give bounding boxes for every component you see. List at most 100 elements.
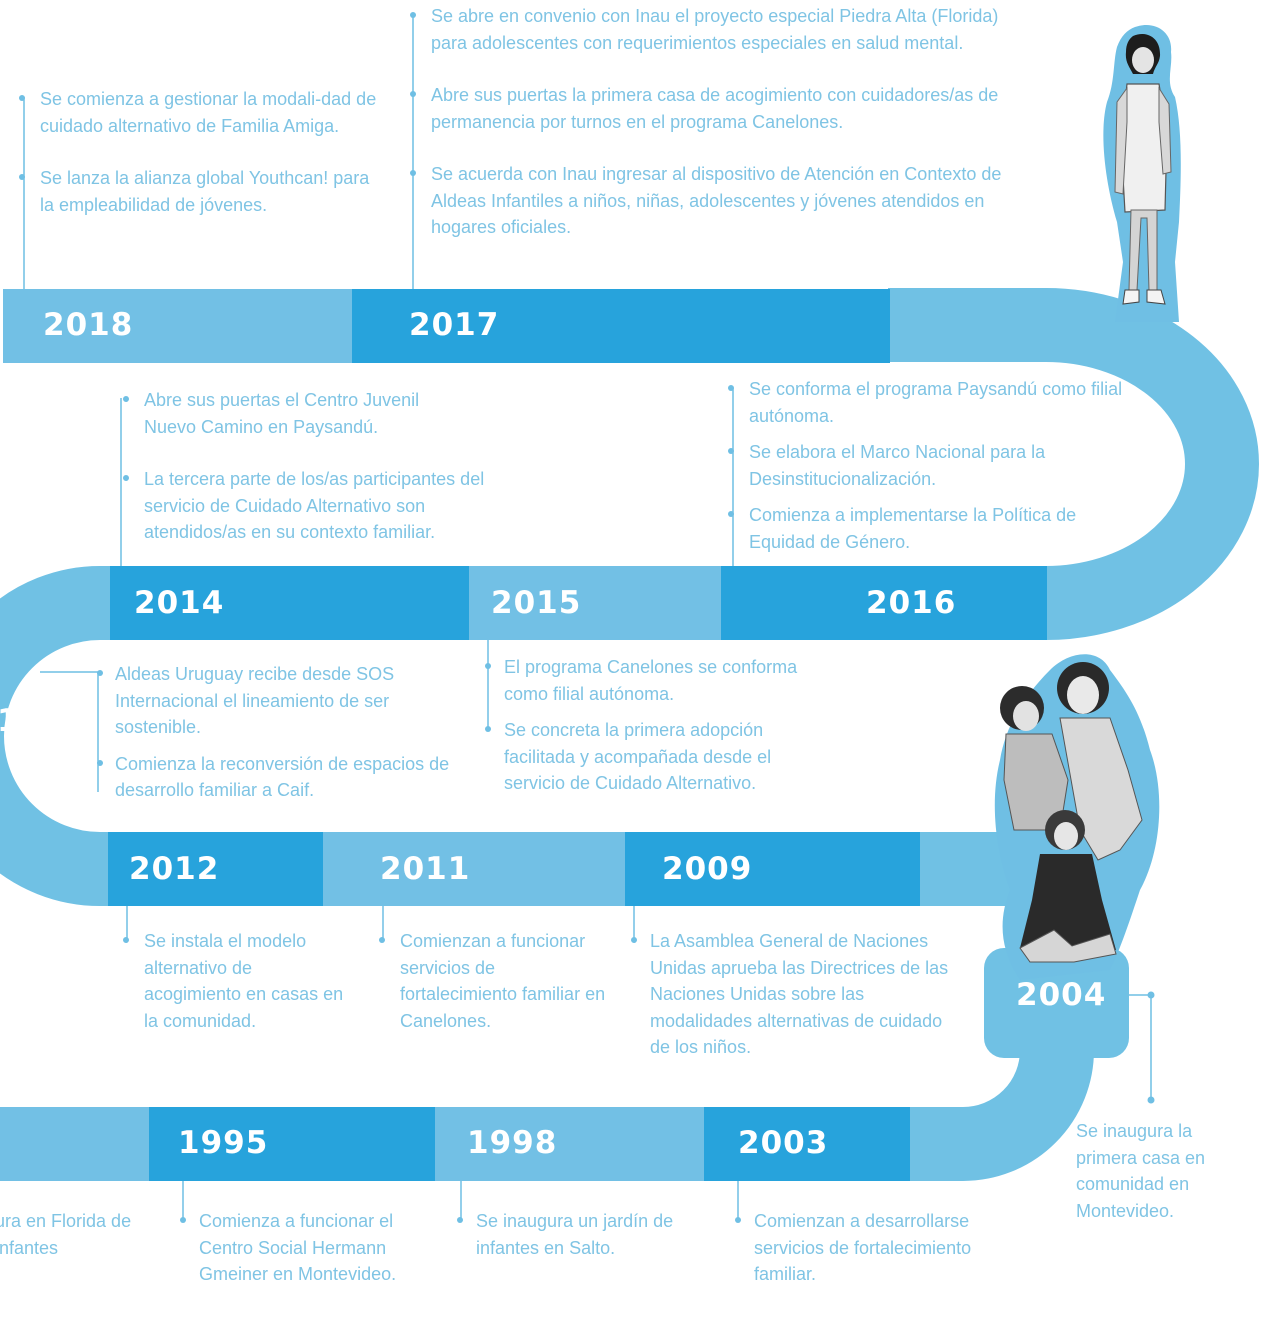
events-2018: Se comienza a gestionar la modali-dad de… bbox=[19, 86, 385, 218]
photo-face bbox=[1132, 47, 1154, 73]
events-2015: El programa Canelones se conforma como f… bbox=[485, 654, 844, 797]
bullet-dot bbox=[485, 726, 491, 732]
segment-2015 bbox=[469, 566, 721, 640]
events-2017: Se abre en convenio con Inau el proyecto… bbox=[410, 3, 1051, 241]
photo-arm-left bbox=[1114, 86, 1128, 195]
event-item: Abre sus puertas la primera casa de acog… bbox=[410, 82, 1051, 135]
road-segments bbox=[0, 289, 1129, 1181]
event-text: El programa Canelones se conforma como f… bbox=[504, 657, 798, 704]
event-item: Se inaugura un jardín de infantes en Sal… bbox=[457, 1208, 676, 1261]
segment-2003 bbox=[704, 1107, 910, 1181]
event-item: Se abre en convenio con Inau el proyecto… bbox=[410, 3, 1051, 56]
event-text: Comienza a funcionar el Centro Social He… bbox=[199, 1211, 397, 1284]
event-text: Se acuerda con Inau ingresar al disposit… bbox=[431, 164, 1002, 237]
event-item: ura en Florida de infantes bbox=[0, 1208, 135, 1261]
event-text: Se inaugura la primera casa en comunidad… bbox=[1076, 1121, 1206, 1221]
bullet-dot bbox=[485, 663, 491, 669]
photo-child-body bbox=[1020, 854, 1116, 950]
events-2014: Abre sus puertas el Centro Juvenil Nuevo… bbox=[123, 387, 509, 546]
event-item: Se elabora el Marco Nacional para la Des… bbox=[728, 439, 1139, 492]
events-2003: Comienzan a desarrollarse servicios de f… bbox=[735, 1208, 999, 1288]
event-item: Se conforma el programa Paysandú como fi… bbox=[728, 376, 1139, 429]
event-item: Comienza la reconversión de espacios de … bbox=[97, 751, 460, 804]
connector-dot-2004-bottom bbox=[1147, 1096, 1155, 1104]
event-item: Aldeas Uruguay recibe desde SOS Internac… bbox=[97, 661, 460, 741]
events-2012: Se instala el modelo alternativo de acog… bbox=[123, 928, 349, 1034]
connector-end-dots bbox=[1147, 991, 1155, 1104]
event-item: Se concreta la primera adopción facilita… bbox=[485, 717, 844, 797]
bullet-dot bbox=[457, 1217, 463, 1223]
year-label-2009: 2009 bbox=[662, 851, 753, 887]
bullet-dot bbox=[631, 937, 637, 943]
year-label-2016: 2016 bbox=[866, 585, 957, 621]
event-item: Se instala el modelo alternativo de acog… bbox=[123, 928, 349, 1034]
bullet-dot bbox=[123, 396, 129, 402]
event-text: Abre sus puertas la primera casa de acog… bbox=[431, 85, 999, 132]
year-label-1998: 1998 bbox=[467, 1125, 558, 1161]
bullet-dot bbox=[123, 475, 129, 481]
year-label-2015: 2015 bbox=[491, 585, 582, 621]
event-text: La tercera parte de los/as participantes… bbox=[144, 469, 485, 542]
road-curve-left-middle bbox=[0, 566, 112, 906]
bullet-dot bbox=[410, 12, 416, 18]
event-item: Comienzan a funcionar servicios de forta… bbox=[379, 928, 615, 1034]
event-item: Abre sus puertas el Centro Juvenil Nuevo… bbox=[123, 387, 509, 440]
bullet-dot bbox=[728, 448, 734, 454]
events-2004: Se inaugura la primera casa en comunidad… bbox=[1076, 1118, 1236, 1224]
event-item: Comienzan a desarrollarse servicios de f… bbox=[735, 1208, 999, 1288]
events-1998: Se inaugura un jardín de infantes en Sal… bbox=[457, 1208, 676, 1261]
event-text: Comienza la reconversión de espacios de … bbox=[115, 753, 450, 801]
road-curve-right-top bbox=[888, 288, 1259, 640]
event-text: Se abre en convenio con Inau el proyecto… bbox=[431, 6, 999, 53]
year-label-2003: 2003 bbox=[738, 1125, 829, 1161]
events-2011: Comienzan a funcionar servicios de forta… bbox=[379, 928, 615, 1034]
year-label-1995: 1995 bbox=[178, 1125, 269, 1161]
event-item: Comienza a implementarse la Política de … bbox=[728, 502, 1139, 555]
bullet-dot bbox=[123, 937, 129, 943]
bullet-dot bbox=[735, 1217, 741, 1223]
event-text: La Asamblea General de Naciones Unidas a… bbox=[650, 931, 949, 1057]
event-text: Comienza a implementarse la Política de … bbox=[749, 505, 1077, 552]
events-2013: Aldeas Uruguay recibe desde SOS Internac… bbox=[97, 661, 460, 804]
segment-2018 bbox=[3, 289, 352, 363]
event-item: La Asamblea General de Naciones Unidas a… bbox=[631, 928, 965, 1061]
photo-girl-standing bbox=[1103, 25, 1181, 322]
event-text: Se lanza la alianza global Youthcan! par… bbox=[40, 168, 370, 215]
event-text: ura en Florida de infantes bbox=[0, 1211, 132, 1258]
year-label-2011: 2011 bbox=[380, 851, 471, 887]
year-label-2013: 13 bbox=[0, 703, 43, 739]
photo-feet bbox=[1122, 289, 1166, 305]
photo-woman-face bbox=[1067, 676, 1099, 714]
bullet-dot bbox=[180, 1217, 186, 1223]
year-label-2014: 2014 bbox=[134, 585, 225, 621]
photo-boy-face bbox=[1013, 701, 1039, 731]
segment-2009 bbox=[625, 832, 920, 906]
event-item: Se comienza a gestionar la modali-dad de… bbox=[19, 86, 385, 139]
photo-child-legs bbox=[1019, 929, 1117, 963]
year-label-2012: 2012 bbox=[129, 851, 220, 887]
event-text: Comienzan a desarrollarse servicios de f… bbox=[754, 1211, 972, 1284]
year-label-2018: 2018 bbox=[43, 307, 134, 343]
connector-dot-2004 bbox=[1147, 991, 1155, 999]
event-text: Se comienza a gestionar la modali-dad de… bbox=[40, 89, 377, 136]
event-text: Se elabora el Marco Nacional para la Des… bbox=[749, 442, 1046, 489]
bullet-dot bbox=[728, 511, 734, 517]
year-label-2017: 2017 bbox=[409, 307, 500, 343]
event-text: Abre sus puertas el Centro Juvenil Nuevo… bbox=[144, 390, 420, 437]
event-item: Se inaugura la primera casa en comunidad… bbox=[1076, 1118, 1236, 1224]
connector-2004 bbox=[1129, 994, 1152, 1100]
event-text: Comienzan a funcionar servicios de forta… bbox=[400, 931, 606, 1031]
event-item: El programa Canelones se conforma como f… bbox=[485, 654, 844, 707]
event-text: Se concreta la primera adopción facilita… bbox=[504, 720, 772, 793]
events-1995: Comienza a funcionar el Centro Social He… bbox=[180, 1208, 404, 1288]
event-item: Se acuerda con Inau ingresar al disposit… bbox=[410, 161, 1051, 241]
photo-child-face bbox=[1054, 822, 1078, 850]
bullet-dot bbox=[379, 937, 385, 943]
segment-2016 bbox=[721, 566, 1047, 640]
events-2016: Se conforma el programa Paysandú como fi… bbox=[728, 376, 1139, 555]
event-item: La tercera parte de los/as participantes… bbox=[123, 466, 509, 546]
connector-2013 bbox=[40, 671, 99, 792]
event-text: Se instala el modelo alternativo de acog… bbox=[144, 931, 344, 1031]
